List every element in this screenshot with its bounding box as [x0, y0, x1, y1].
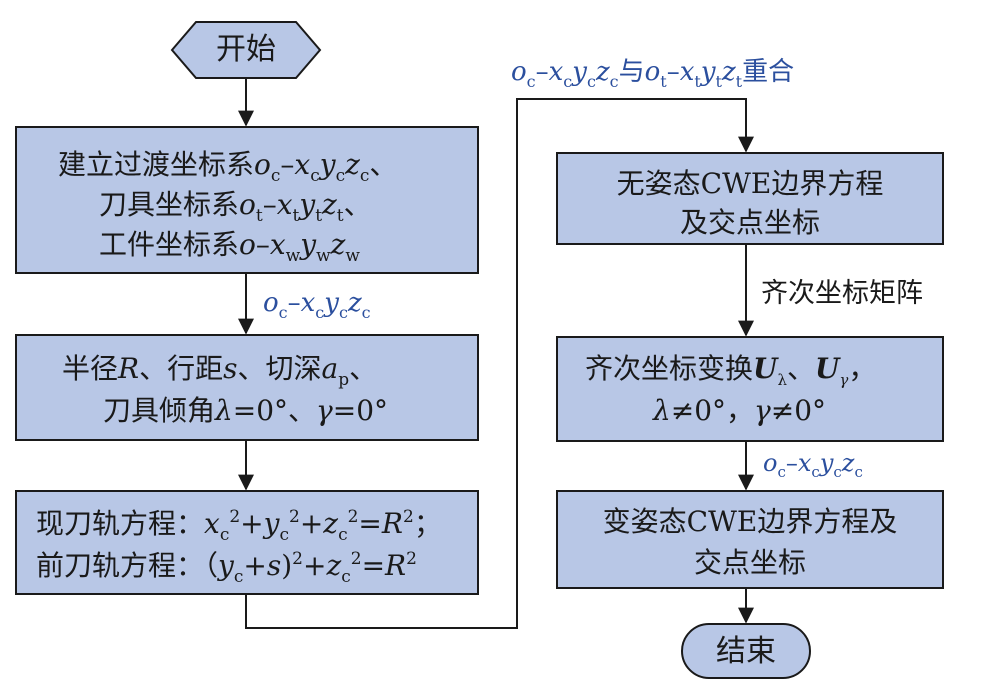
start-label: 开始: [216, 32, 276, 67]
step2-line2: 刀具倾角λ=0°、γ=0°: [103, 394, 388, 427]
step5-line2: λ≠0°，γ≠0°: [652, 394, 826, 427]
step-toolpath-equations: [15, 490, 479, 595]
step2-line1: 半径R、行距s、切深ap、: [62, 352, 377, 390]
step-homogeneous-transform: [556, 336, 944, 442]
step6-line1: 变姿态CWE边界方程及: [603, 505, 898, 538]
step3-line2: 前刀轨方程：（yc+s)2+zc2=R2: [36, 549, 417, 587]
step-cwe-no-posture: [556, 152, 944, 245]
step1-line3: 工件坐标系o–xwywzw: [99, 228, 360, 266]
step4-line1: 无姿态CWE边界方程: [617, 167, 884, 200]
step3-line1: 现刀轨方程：xc2+yc2+zc2=R2；: [36, 507, 442, 545]
end-label: 结束: [716, 634, 776, 669]
step-coordinate-systems: [15, 126, 479, 274]
edge-step3-to-step4: [245, 98, 754, 629]
edge-step3-step4-label: oc–xcyczc与ot–xtytzt重合: [511, 57, 794, 91]
edge-step5-step6-label: oc–xcyczc: [763, 449, 863, 481]
step4-line2: 及交点坐标: [680, 206, 820, 239]
step6-line2: 交点坐标: [694, 546, 806, 579]
step-parameters: [15, 334, 479, 441]
step-cwe-posture: [556, 490, 944, 589]
start-node: [170, 21, 322, 79]
edge-step4-step5-label: 齐次坐标矩阵: [761, 278, 923, 309]
step1-line2: 刀具坐标系ot–xtytzt、: [99, 188, 372, 226]
edge-step1-step2-label: oc–xcyczc: [263, 288, 371, 322]
end-node: [681, 623, 811, 679]
step5-line1: 齐次坐标变换Uλ、Uγ，: [585, 352, 876, 389]
step1-line1: 建立过渡坐标系oc–xcyczc、: [58, 148, 397, 186]
